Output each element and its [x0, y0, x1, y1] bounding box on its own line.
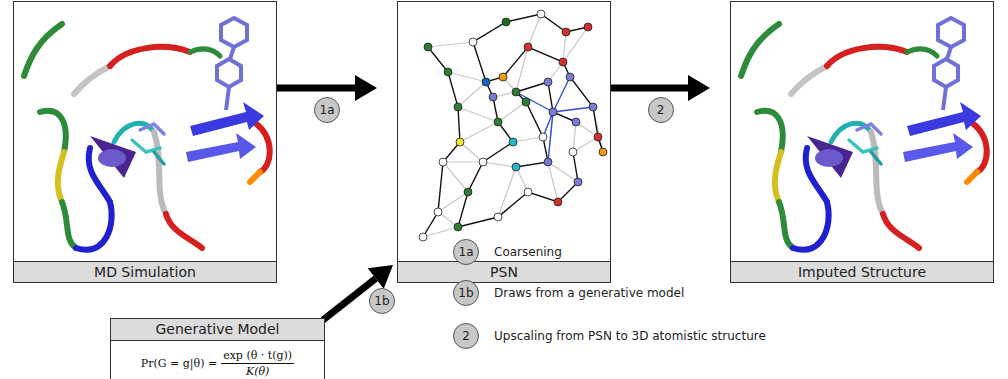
- model-box: Generative ModelPr(G = g|θ) = exp (θ · t(…: [110, 318, 325, 379]
- panel-label: PSN: [398, 261, 610, 282]
- imputed-protein-illustration: [731, 2, 993, 262]
- callout-number: 1b: [369, 288, 395, 314]
- callout-number: 2: [453, 323, 479, 349]
- step-description: Upscaling from PSN to 3D atomistic struc…: [494, 329, 766, 343]
- formula-fraction: exp (θ · t(g))K(θ): [221, 349, 294, 378]
- step-description: Coarsening: [494, 245, 562, 259]
- psn-graph-illustration: [398, 2, 610, 262]
- formula-lhs: Pr(G = g|θ) =: [141, 357, 217, 370]
- panel-box: MD Simulation: [13, 1, 277, 283]
- formula: Pr(G = g|θ) = exp (θ · t(g))K(θ): [111, 341, 324, 378]
- box-title: Generative Model: [111, 319, 324, 341]
- callout-number: 2: [648, 97, 674, 123]
- step-description: Draws from a generative model: [494, 286, 684, 300]
- formula-denominator: K(θ): [246, 364, 269, 378]
- callout-number: 1a: [453, 239, 479, 265]
- panel-label: Imputed Structure: [731, 261, 993, 282]
- panel-label: MD Simulation: [14, 261, 276, 282]
- md-protein-illustration: [14, 2, 276, 262]
- panel-box: PSN: [397, 1, 611, 283]
- callout-number: 1b: [453, 280, 479, 306]
- formula-numerator: exp (θ · t(g)): [221, 349, 294, 364]
- panel-box: Imputed Structure: [730, 1, 994, 283]
- callout-number: 1a: [314, 97, 340, 123]
